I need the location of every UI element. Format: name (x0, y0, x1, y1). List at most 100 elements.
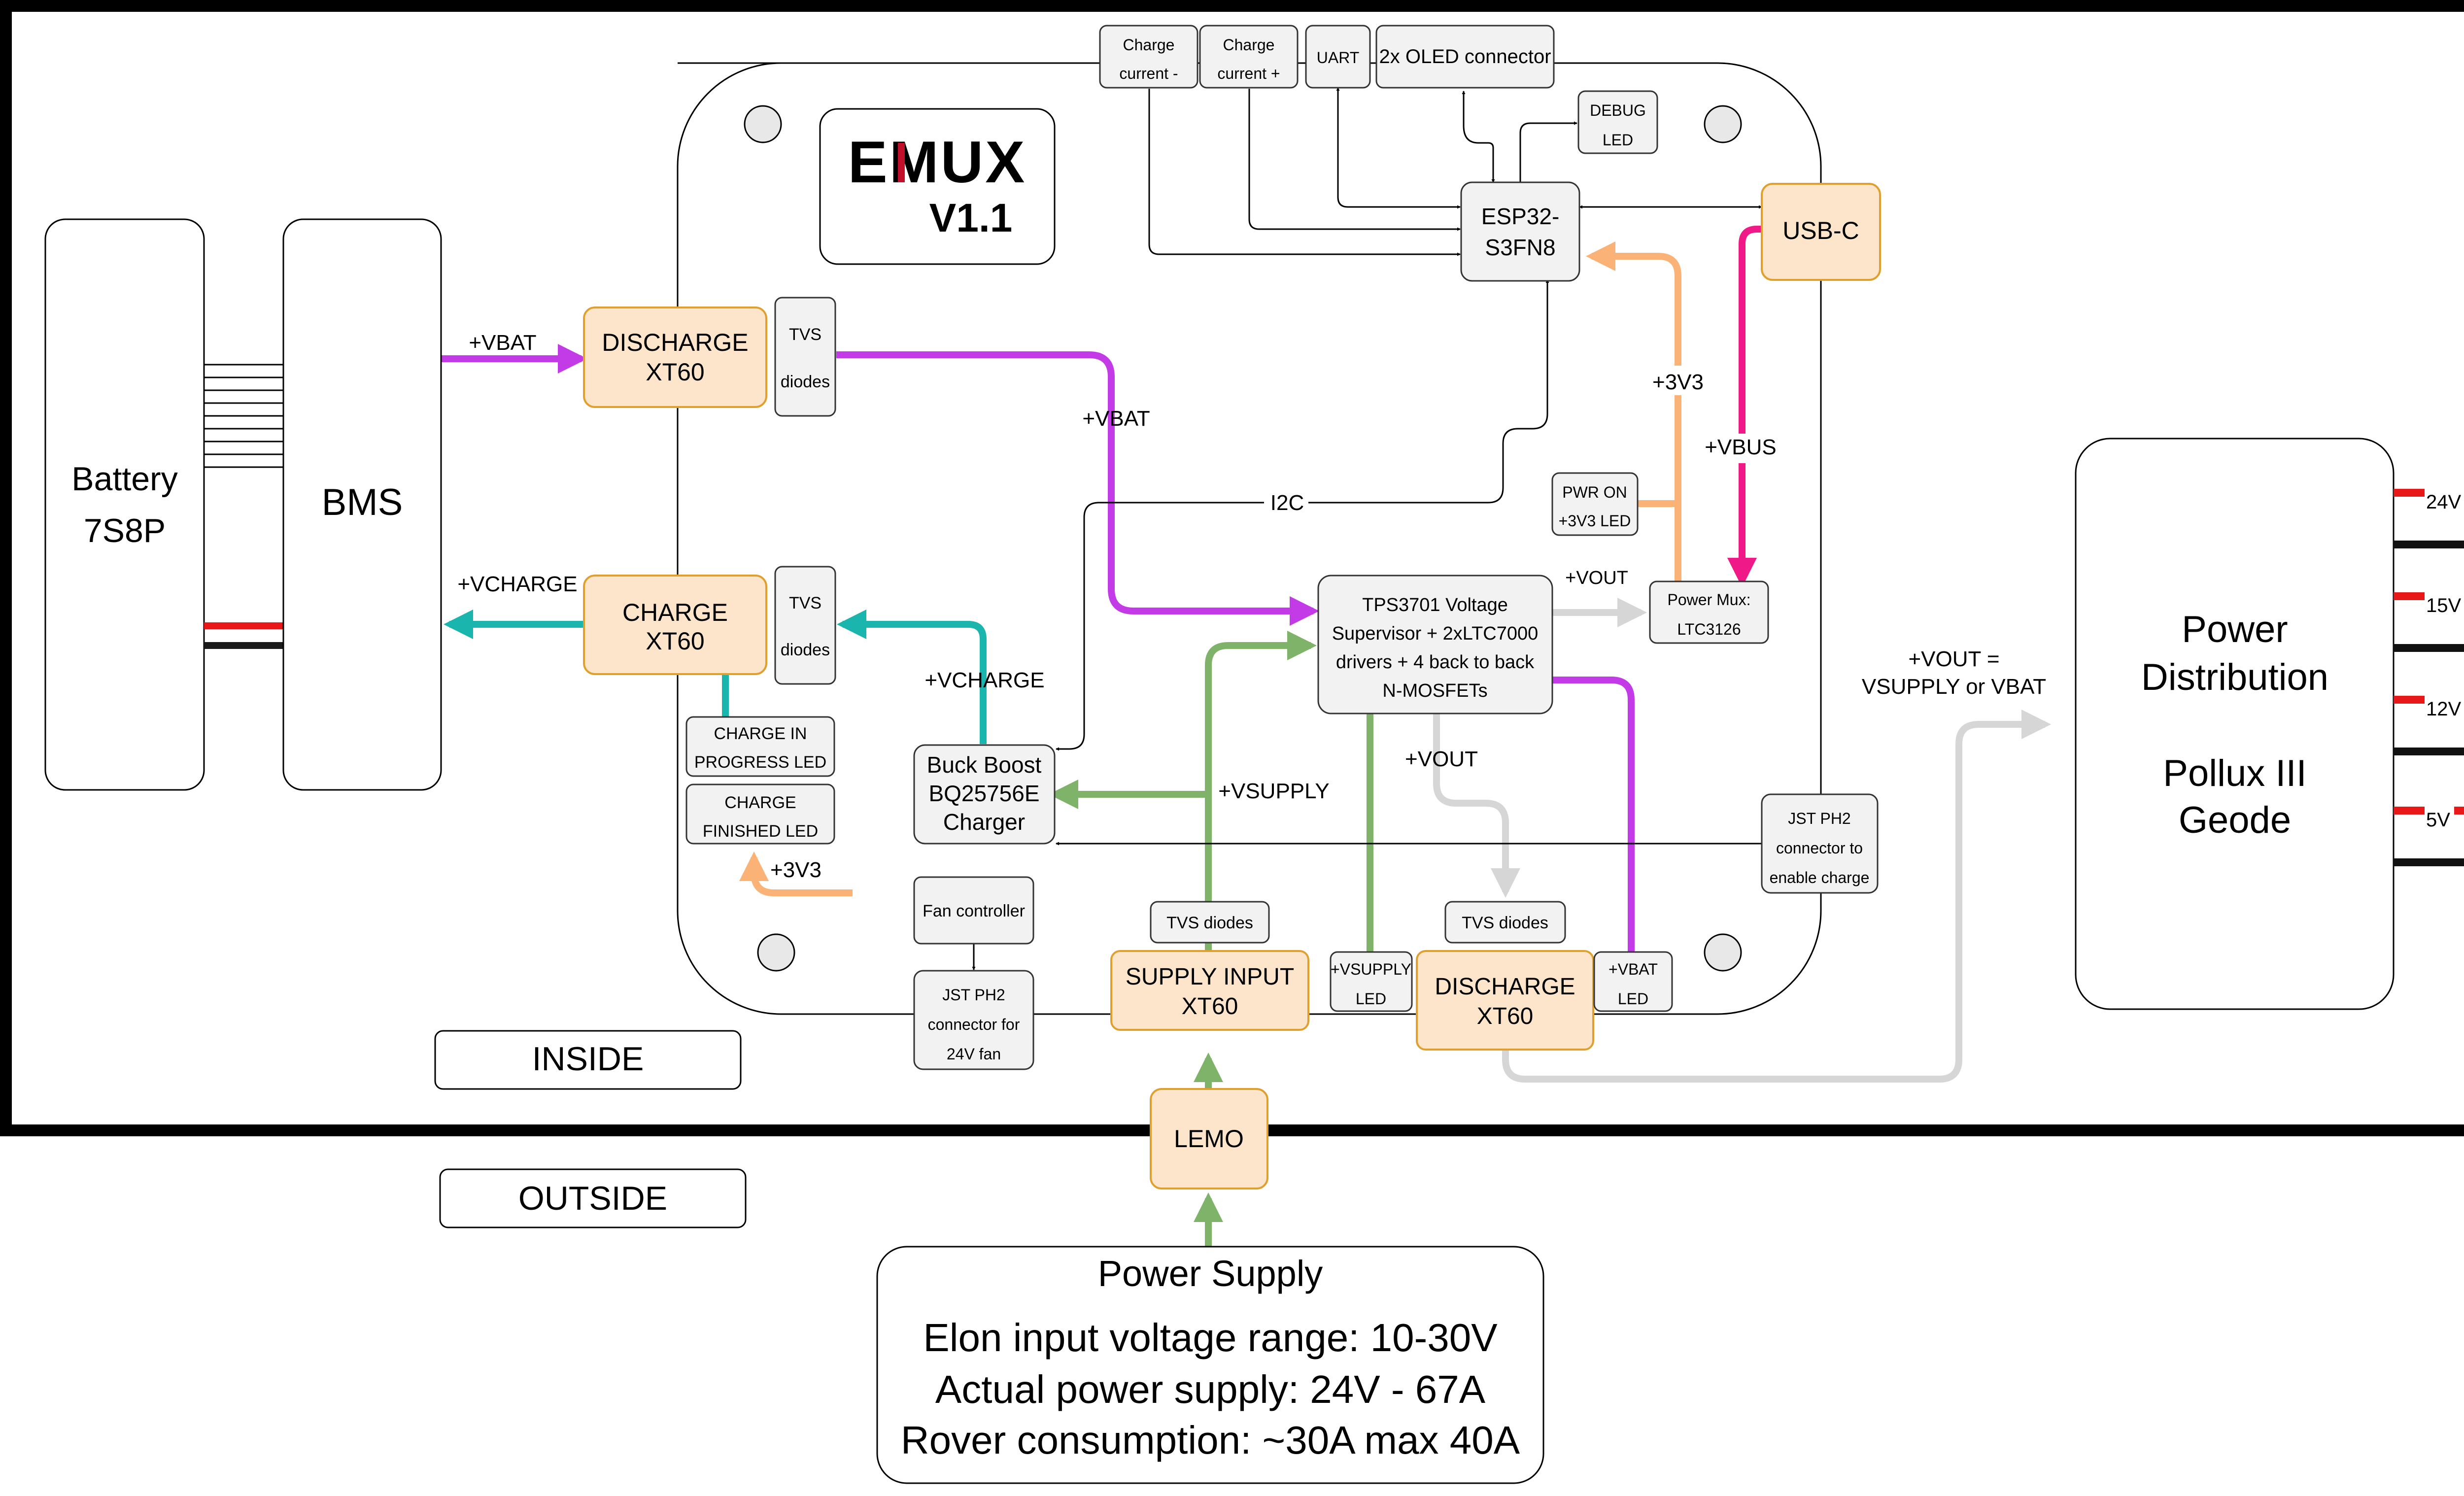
psu-line2: Actual power supply: 24V - 67A (935, 1367, 1486, 1411)
tps-line1: TPS3701 Voltage (1362, 595, 1508, 615)
usb-c-label: USB-C (1782, 217, 1859, 244)
vout-eq-line2: VSUPPLY or VBAT (1862, 675, 2046, 699)
uart-connector: UART (1305, 25, 1371, 89)
charge-plus-line1: Charge (1223, 36, 1275, 54)
power-supply-block: Power Supply Elon input voltage range: 1… (876, 1246, 1544, 1484)
fan-controller: Fan controller (913, 876, 1034, 945)
bms-block: BMS (282, 218, 442, 791)
rail-24v-label: 24V (2426, 491, 2461, 513)
vout-eq-line1: +VOUT = (1908, 647, 1999, 671)
esp32-line1: ESP32- (1481, 204, 1560, 229)
debug-led-line2: LED (1603, 131, 1633, 149)
pd-line3: Pollux III (2163, 752, 2306, 794)
discharge-in-line2: XT60 (646, 358, 705, 386)
jst-fan-connector: JST PH2 connector for 24V fan (913, 970, 1034, 1070)
tvs-top-line2: diodes (781, 373, 830, 391)
tps-line3: drivers + 4 back to back (1336, 652, 1535, 673)
vbus-label: +VBUS (1705, 435, 1777, 459)
supply-input-line1: SUPPLY INPUT (1126, 964, 1294, 990)
psu-line3: Rover consumption: ~30A max 40A (901, 1418, 1520, 1462)
charge-in-progress-led: CHARGE IN PROGRESS LED (685, 716, 835, 777)
vout-down-line (1433, 714, 1520, 898)
buck-boost-line2: BQ25756E (928, 781, 1039, 806)
tps-supervisor: TPS3701 Voltage Supervisor + 2xLTC7000 d… (1317, 575, 1553, 714)
tvs-discharge-label: TVS diodes (1462, 914, 1548, 932)
vbat-led: +VBAT LED (1593, 951, 1673, 1012)
esp-charge-plus-line (1248, 89, 1461, 231)
vbat-led-line2: LED (1618, 990, 1648, 1008)
jst-fan-line1: JST PH2 (942, 986, 1005, 1004)
fan-controller-label: Fan controller (923, 902, 1025, 920)
battery-label: Battery (71, 460, 177, 498)
i2c-line (1055, 279, 1549, 751)
outside-label: OUTSIDE (518, 1180, 667, 1217)
psu-title: Power Supply (1098, 1253, 1323, 1294)
pwr-on-line2: +3V3 LED (1559, 512, 1631, 530)
vsupply-led: +VSUPPLY LED (1330, 951, 1413, 1012)
mounting-hole (744, 105, 782, 143)
charge-finished-led: CHARGE FINISHED LED (685, 783, 835, 845)
logo-accent (898, 143, 905, 182)
jst-fan-line3: 24V fan (947, 1045, 1001, 1063)
tvs-diodes-top: TVS diodes (774, 297, 836, 417)
esp-uart-line (1336, 87, 1461, 209)
vout-mux-label: +VOUT (1565, 568, 1628, 588)
oled-connector: 2x OLED connector (1375, 25, 1555, 89)
charge-minus-line2: current - (1119, 65, 1178, 82)
oled-label: 2x OLED connector (1379, 46, 1551, 68)
buck-boost-line3: Charger (943, 809, 1025, 835)
jst-fan-line2: connector for (928, 1016, 1020, 1033)
uart-label: UART (1317, 49, 1360, 67)
vout-down-label: +VOUT (1405, 747, 1478, 771)
v3v3-led-line (739, 851, 853, 896)
jst-charge-line1: JST PH2 (1788, 810, 1850, 827)
tvs-diodes-supply: TVS diodes (1150, 901, 1270, 944)
lemo-connector: LEMO (1150, 1088, 1268, 1190)
battery-wires (204, 364, 283, 649)
charge-finished-line1: CHARGE (724, 793, 796, 812)
vsupply-label: +VSUPPLY (1218, 779, 1329, 803)
v3v3-top-label: +3V3 (1652, 370, 1704, 394)
battery-cells-label: 7S8P (84, 512, 166, 549)
esp-charge-minus-line (1148, 89, 1461, 256)
v3v3-leds-label: +3V3 (770, 858, 821, 882)
vsupply-led-line2: LED (1356, 990, 1386, 1008)
vbat-main-label: +VBAT (1082, 407, 1150, 431)
jst-charge-line3: enable charge (1770, 869, 1870, 886)
tvs-diodes-discharge: TVS diodes (1444, 901, 1566, 944)
outside-label-box: OUTSIDE (439, 1168, 747, 1228)
esp32-line2: S3FN8 (1485, 235, 1555, 260)
charge-line1: CHARGE (622, 599, 728, 626)
discharge-out-line2: XT60 (1477, 1003, 1534, 1029)
buck-boost-line1: Buck Boost (927, 752, 1042, 778)
power-mux-line2: LTC3126 (1677, 620, 1741, 638)
mounting-hole (757, 933, 795, 972)
debug-led: DEBUG LED (1577, 90, 1658, 154)
i2c-label: I2C (1270, 491, 1304, 515)
esp-oled-line (1462, 90, 1495, 183)
tvs-charge-line2: diodes (781, 641, 830, 659)
mounting-hole (1704, 933, 1742, 972)
debug-led-line1: DEBUG (1590, 102, 1646, 119)
tvs-top-line1: TVS (789, 325, 821, 344)
rail-5v-label: 5V (2426, 809, 2450, 831)
emux-logo: EMUX V1.1 (819, 108, 1056, 265)
logo-version: V1.1 (929, 196, 1013, 240)
discharge-out-line1: DISCHARGE (1435, 974, 1575, 1000)
esp-debug-line (1519, 121, 1578, 182)
mounting-hole (1704, 105, 1742, 143)
charge-line2: XT60 (646, 627, 705, 655)
charge-finished-line2: FINISHED LED (703, 822, 818, 841)
jst-charge-connector: JST PH2 connector to enable charge (1761, 793, 1879, 894)
bms-label: BMS (322, 481, 403, 523)
tvs-supply-label: TVS diodes (1166, 914, 1253, 932)
discharge-xt60-out: DISCHARGE XT60 (1416, 950, 1594, 1051)
vcharge-buck-label: +VCHARGE (924, 668, 1044, 692)
psu-line1: Elon input voltage range: 10-30V (923, 1316, 1498, 1360)
vsupply-led-line1: +VSUPPLY (1331, 960, 1411, 978)
tps-line4: N-MOSFETs (1382, 680, 1487, 701)
charge-xt60: CHARGE XT60 (583, 575, 767, 675)
inside-label-box: INSIDE (434, 1030, 742, 1090)
tps-line2: Supervisor + 2xLTC7000 (1332, 623, 1539, 644)
